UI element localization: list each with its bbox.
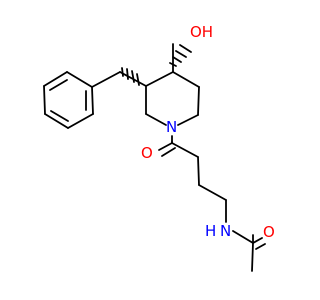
chain-bond-3 bbox=[198, 184, 227, 201]
hydroxyl-label: OH bbox=[190, 23, 213, 41]
chain-bond-1 bbox=[171, 142, 199, 158]
amide-co-bond-b bbox=[255, 243, 266, 250]
benzene-ring bbox=[43, 71, 94, 129]
stereo-hash-bond-oh bbox=[169, 44, 192, 67]
acetyl-methyl-bond bbox=[251, 242, 254, 272]
amide-n-c-bond bbox=[232, 230, 254, 244]
amide-hydrogen-label: H bbox=[205, 222, 216, 240]
amide-co-bond-a bbox=[252, 237, 263, 244]
ring-nitrogen-label: N bbox=[166, 118, 177, 136]
structure-canvas: OH N O N H O bbox=[43, 23, 275, 272]
ketone-double-bond bbox=[158, 142, 176, 157]
molecule-drawing: OH N O N H O bbox=[43, 23, 275, 272]
ketone-oxygen-label: O bbox=[141, 144, 153, 162]
stereo-hash-bond bbox=[121, 67, 140, 86]
amide-oxygen-label: O bbox=[263, 223, 275, 241]
amide-nitrogen-label: N bbox=[220, 222, 231, 240]
piperidine-ring bbox=[145, 71, 200, 126]
benzyl-ch2-bond bbox=[91, 71, 121, 88]
chain-bond-2 bbox=[197, 156, 200, 186]
